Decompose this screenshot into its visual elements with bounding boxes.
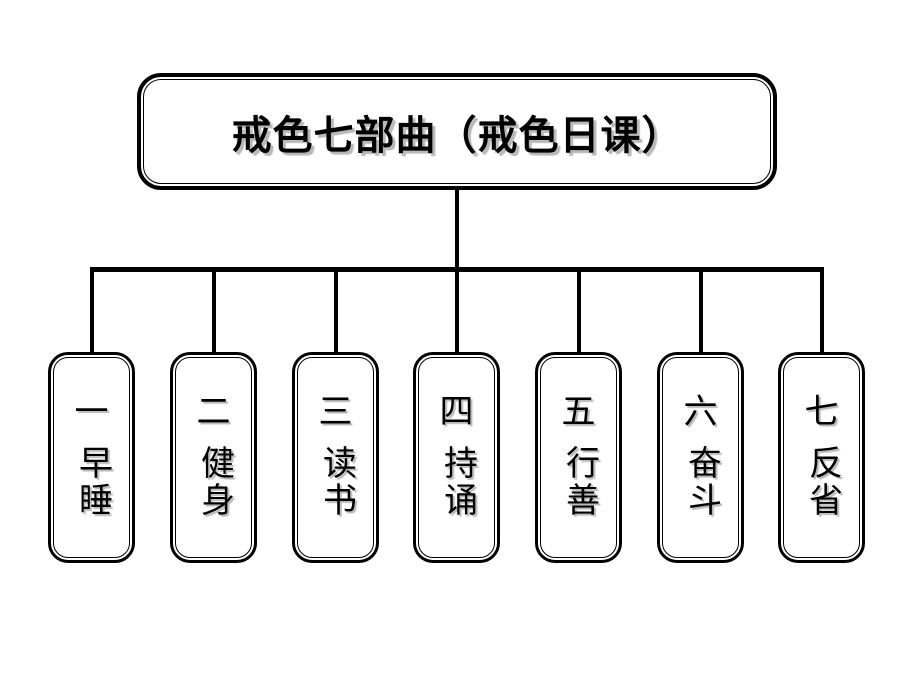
step-number: 二 [196,394,231,431]
connector-drop-5 [577,267,581,353]
connector-title-stem [455,188,459,270]
step-number: 三 [318,394,353,431]
step-text-5: 五 行善 [560,394,598,520]
step-box-2: 二 健身 [170,352,257,563]
step-text-1: 一 早睡 [73,394,111,520]
connector-drop-6 [699,267,703,353]
title-box: 戒色七部曲（戒色日课） [137,73,777,190]
connector-drop-2 [212,267,216,353]
step-label: 持诵 [438,445,476,519]
step-text-6: 六 奋斗 [682,394,720,520]
step-label: 奋斗 [682,445,720,519]
step-label: 读书 [317,445,355,519]
step-text-7: 七 反省 [803,394,841,520]
step-number: 六 [683,394,718,431]
connector-drop-7 [820,267,824,353]
step-box-1: 一 早睡 [48,352,135,563]
connector-drop-4 [455,267,459,353]
step-box-4: 四 持诵 [413,352,500,563]
connector-drop-3 [334,267,338,353]
step-box-7: 七 反省 [778,352,865,563]
step-text-2: 二 健身 [195,394,233,520]
diagram-title: 戒色七部曲（戒色日课） [231,113,683,158]
step-label: 早睡 [73,445,111,519]
connector-drop-1 [90,267,94,353]
step-number: 四 [439,394,474,431]
step-label: 反省 [803,445,841,519]
step-label: 健身 [195,445,233,519]
step-number: 五 [561,394,596,431]
step-box-3: 三 读书 [292,352,379,563]
step-box-5: 五 行善 [535,352,622,563]
step-text-3: 三 读书 [317,394,355,520]
step-text-4: 四 持诵 [438,394,476,520]
step-number: 七 [804,394,839,431]
step-box-6: 六 奋斗 [657,352,744,563]
step-label: 行善 [560,445,598,519]
step-number: 一 [74,394,109,431]
